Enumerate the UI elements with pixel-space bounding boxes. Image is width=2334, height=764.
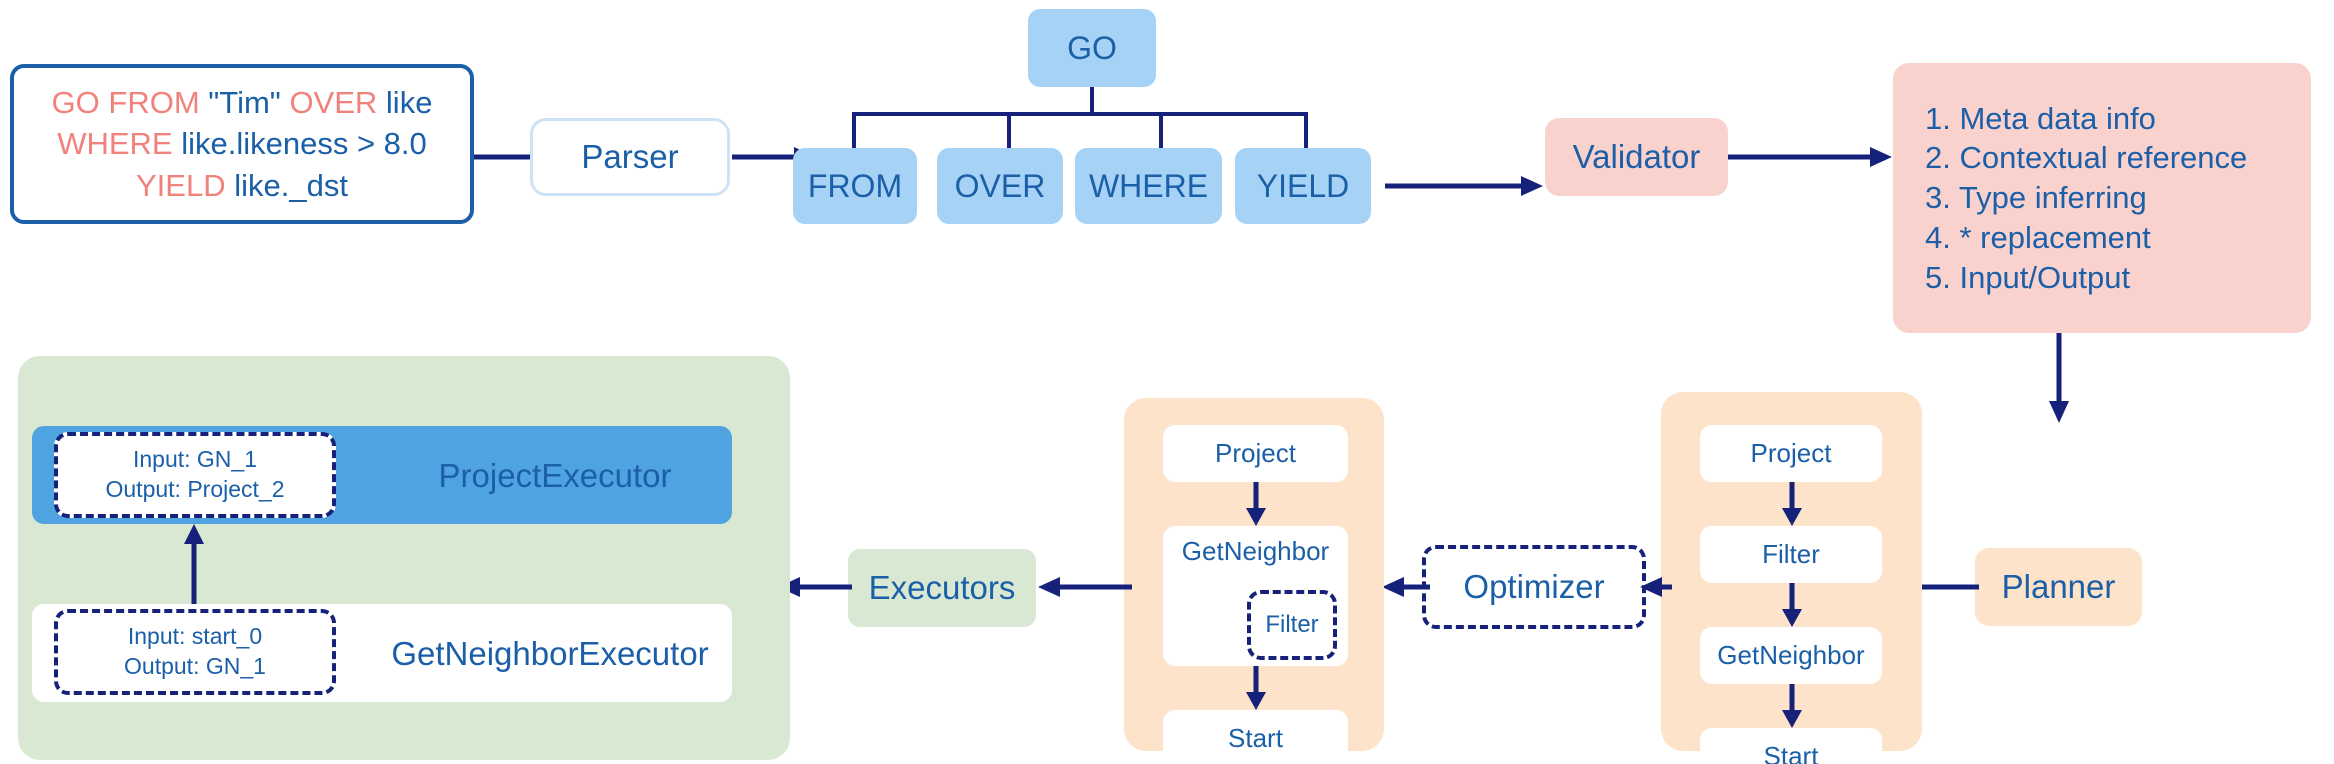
validator-rules-box: 1. Meta data info 2. Contextual referenc…	[1893, 63, 2311, 333]
optimized-node-label-start: Start	[1228, 723, 1283, 754]
plan-node-label-getneighbor: GetNeighbor	[1717, 640, 1865, 671]
validator-rule-5: 5. Input/Output	[1925, 259, 2131, 295]
planner-label: Planner	[2001, 568, 2116, 606]
ast-connector-bar	[852, 112, 1308, 116]
executor-io-card-getneighbor: Input: start_0 Output: GN_1	[54, 609, 336, 695]
query-keyword-from: FROM	[108, 85, 200, 121]
optimized-node-label-project: Project	[1215, 438, 1296, 469]
validator-rule-2: 2. Contextual reference	[1925, 140, 2248, 176]
arrow-rules-to-planner	[2049, 333, 2069, 423]
optimized-nested-filter-label: Filter	[1265, 611, 1319, 638]
ast-child-label-from: FROM	[807, 168, 903, 204]
ast-node-over: OVER	[937, 148, 1063, 224]
validator-box: Validator	[1545, 118, 1728, 196]
validator-label: Validator	[1572, 138, 1701, 176]
arrow-optimized-plan-to-executors	[1038, 577, 1132, 597]
arrow-optimizer-to-optimized-plan	[1382, 577, 1430, 597]
executor-io-card-project: Input: GN_1 Output: Project_2	[54, 432, 336, 518]
arrow-optimized-project-to-getneighbor	[1246, 482, 1266, 526]
ast-connector-root-stem	[1090, 87, 1094, 114]
optimized-nested-filter: Filter	[1247, 590, 1337, 660]
plan-node-getneighbor: GetNeighbor	[1700, 627, 1882, 684]
arrow-ast-to-validator	[1385, 176, 1543, 196]
executor-input-project: Input: GN_1	[132, 446, 258, 473]
plan-node-label-filter: Filter	[1762, 539, 1820, 570]
executor-output-getneighbor: Output: GN_1	[124, 653, 266, 679]
ast-node-root: GO	[1028, 9, 1156, 87]
ast-node-from: FROM	[793, 148, 917, 224]
plan-node-filter: Filter	[1700, 526, 1882, 583]
ast-child-label-yield: YIELD	[1256, 168, 1350, 204]
query-value-tim: "Tim"	[208, 85, 281, 121]
validator-rule-4: 4. * replacement	[1925, 219, 2151, 255]
ast-connector-yield	[1304, 112, 1308, 150]
plan-node-start: Start	[1700, 728, 1882, 764]
arrow-validator-to-rules	[1728, 147, 1892, 167]
validator-rule-3: 3. Type inferring	[1925, 180, 2147, 216]
arrow-optimizer-inbound	[1640, 577, 1662, 597]
validator-rule-1: 1. Meta data info	[1925, 100, 2156, 136]
query-text: GO FROM "Tim" OVER like WHERE like.liken…	[52, 82, 433, 206]
query-edge-like: like	[385, 85, 433, 121]
optimizer-label: Optimizer	[1463, 568, 1605, 606]
parser-box: Parser	[530, 118, 730, 196]
query-input-box: GO FROM "Tim" OVER like WHERE like.liken…	[10, 64, 474, 224]
optimized-node-start: Start	[1163, 710, 1348, 764]
optimized-node-project: Project	[1163, 425, 1348, 482]
ast-node-where: WHERE	[1075, 148, 1222, 224]
executor-name-getneighbor: GetNeighborExecutor	[391, 635, 709, 672]
plan-node-label-start: Start	[1763, 741, 1819, 764]
arrow-plan-filter-to-getneighbor	[1782, 583, 1802, 627]
optimized-node-label-getneighbor: GetNeighbor	[1181, 536, 1330, 566]
query-yield-expr: like._dst	[234, 167, 348, 203]
parser-label: Parser	[581, 138, 679, 176]
arrow-plan-getneighbor-to-start	[1782, 684, 1802, 728]
optimizer-box: Optimizer	[1422, 545, 1646, 629]
executors-label: Executors	[868, 569, 1016, 607]
query-keyword-over: OVER	[289, 85, 378, 121]
executor-input-getneighbor: Input: start_0	[127, 623, 263, 650]
arrow-plan-project-to-filter	[1782, 482, 1802, 526]
arrow-getneighbor-to-project-executor	[184, 524, 204, 610]
query-where-expr: like.likeness > 8.0	[181, 126, 427, 162]
plan-node-project: Project	[1700, 425, 1882, 482]
executors-box: Executors	[848, 549, 1036, 627]
query-keyword-yield: YIELD	[136, 167, 226, 203]
executor-output-project: Output: Project_2	[105, 476, 285, 502]
plan-node-label-project: Project	[1750, 438, 1832, 469]
ast-connector-over	[1007, 112, 1011, 150]
query-keyword-where: WHERE	[57, 126, 173, 162]
ast-root-label: GO	[1067, 30, 1117, 66]
executor-name-project: ProjectExecutor	[438, 457, 672, 494]
optimized-node-getneighbor: GetNeighbor	[1163, 526, 1348, 666]
arrow-optimized-getneighbor-to-start	[1246, 666, 1266, 710]
ast-child-label-where: WHERE	[1088, 168, 1209, 204]
query-keyword-go: GO	[51, 85, 100, 121]
planner-box: Planner	[1975, 548, 2142, 626]
ast-connector-from	[852, 112, 856, 150]
ast-connector-where	[1159, 112, 1163, 150]
ast-node-yield: YIELD	[1235, 148, 1371, 224]
ast-child-label-over: OVER	[954, 168, 1046, 204]
